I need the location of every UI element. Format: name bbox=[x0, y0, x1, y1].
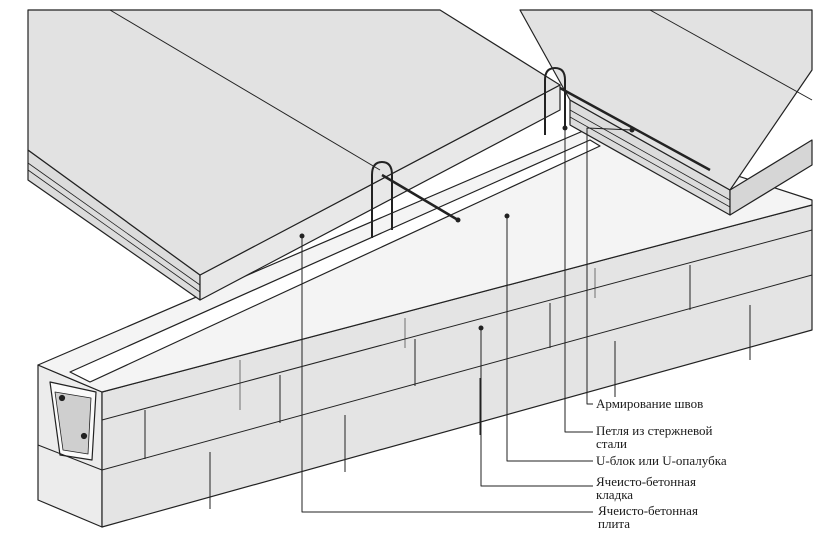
steel-loops bbox=[371, 67, 566, 238]
right-slab-end bbox=[729, 139, 813, 216]
rebar-right bbox=[559, 86, 711, 172]
label-text: U-блок или U-опалубка bbox=[596, 453, 727, 468]
label-text: стали bbox=[596, 436, 627, 451]
label-reinforcement: Армирование швов bbox=[596, 397, 703, 410]
label-text: Ячеисто-бетонная bbox=[598, 503, 698, 518]
u-block-channel bbox=[69, 139, 601, 383]
label-text: плита bbox=[598, 516, 631, 531]
left-slab-top bbox=[27, 9, 561, 276]
label-text: кладка bbox=[596, 487, 634, 502]
rebar-left bbox=[381, 173, 459, 222]
label-text: Армирование швов bbox=[596, 396, 704, 411]
masonry-joints bbox=[37, 229, 813, 509]
right-slab-top bbox=[519, 9, 813, 191]
concrete-fill bbox=[54, 391, 92, 455]
label-u-block: U-блок или U-опалубка bbox=[596, 454, 727, 467]
u-block-top bbox=[37, 127, 813, 393]
leader-lines bbox=[301, 127, 633, 513]
label-text: Ячеисто-бетонная bbox=[596, 474, 696, 489]
label-text: Петля из стержневой bbox=[596, 423, 713, 438]
